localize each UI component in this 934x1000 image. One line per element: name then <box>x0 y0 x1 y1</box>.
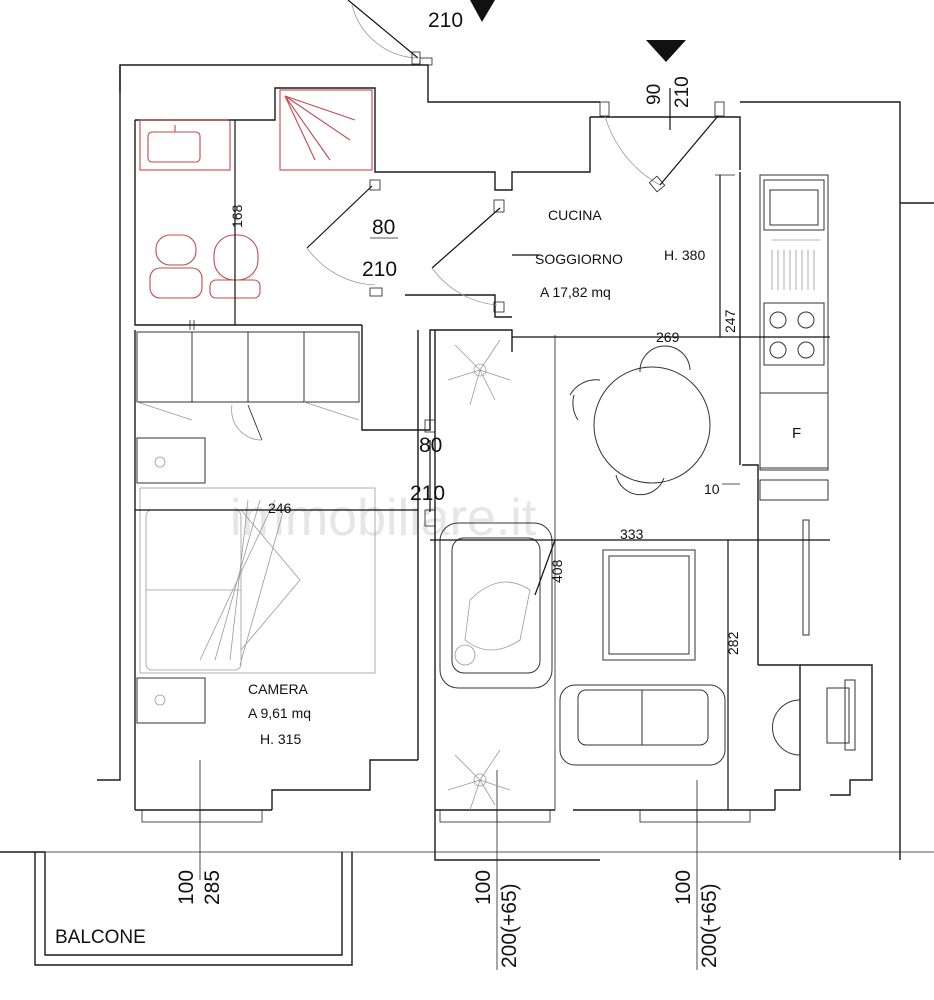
camera-label: CAMERA <box>248 681 309 697</box>
bath-width-dim: 168 <box>229 204 245 228</box>
entrance-door-width: 90 <box>644 84 665 105</box>
living-depth-lower-dim: 282 <box>725 631 741 655</box>
wall-thickness-dim: 10 <box>704 481 720 497</box>
camera-area: A 9,61 mq <box>248 705 311 721</box>
walls <box>0 64 934 861</box>
kitchen-width-dim: 269 <box>656 329 680 345</box>
entrance-door-height: 210 <box>672 76 693 108</box>
entrance-arrow-icon <box>646 40 686 62</box>
bedroom-door-height: 210 <box>410 482 445 505</box>
bath-door-height: 210 <box>362 258 397 281</box>
wardrobe <box>136 331 360 421</box>
kitchen-depth-dim: 247 <box>722 309 738 333</box>
bedroom-width-dim: 246 <box>268 500 292 516</box>
window1-sill: 100 <box>175 870 198 905</box>
dimension-lines <box>430 88 830 810</box>
window-dimension-lines <box>199 760 698 970</box>
window2-sill: 100 <box>472 870 495 905</box>
bath-door-width: 80 <box>372 216 395 239</box>
fridge-label: F <box>792 425 801 442</box>
entry-markers <box>470 0 686 62</box>
soggiorno-label: SOGGIORNO <box>535 251 623 267</box>
kitchen-appliances <box>759 174 829 471</box>
balcone-label: BALCONE <box>55 927 146 948</box>
window1-height: 285 <box>201 870 224 905</box>
soggiorno-area: A 17,82 mq <box>540 284 611 300</box>
windows <box>141 809 751 823</box>
balcony <box>0 851 353 966</box>
bedroom-door-width: 80 <box>419 434 442 457</box>
cucina-label: CUCINA <box>548 207 602 223</box>
window2-height: 200(+65) <box>498 883 521 968</box>
living-furniture <box>439 345 856 766</box>
entry-arrow-icon <box>470 0 495 22</box>
entry-door-height: 210 <box>428 9 463 32</box>
living-width-dim: 333 <box>620 526 644 542</box>
camera-height: H. 315 <box>260 731 301 747</box>
bedroom-furniture <box>135 437 418 724</box>
window3-height: 200(+65) <box>698 883 721 968</box>
soggiorno-height: H. 380 <box>664 247 705 263</box>
doors <box>231 0 725 527</box>
window3-sill: 100 <box>672 870 695 905</box>
plant-decor <box>447 339 511 811</box>
bathroom-fixtures <box>139 89 373 330</box>
living-depth-dim: 408 <box>549 559 565 583</box>
